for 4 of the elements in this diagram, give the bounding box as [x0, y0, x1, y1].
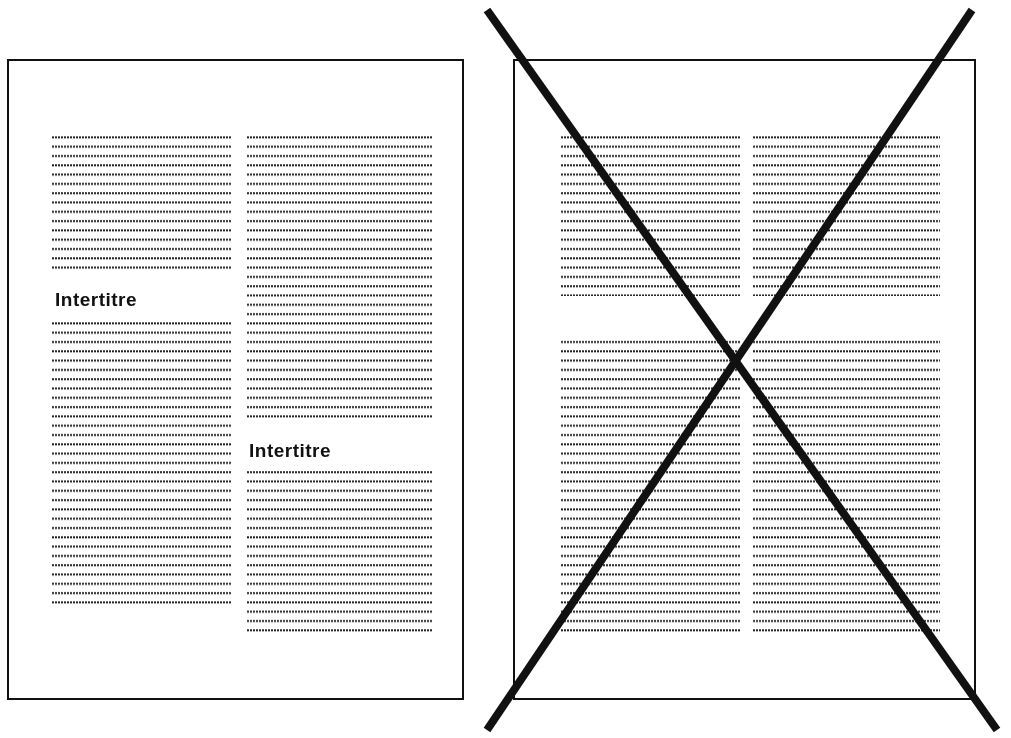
page-outline	[7, 59, 464, 700]
page-outline	[513, 59, 976, 700]
subheading: Intertitre	[249, 440, 332, 462]
subheading: Intertitre	[55, 289, 138, 311]
